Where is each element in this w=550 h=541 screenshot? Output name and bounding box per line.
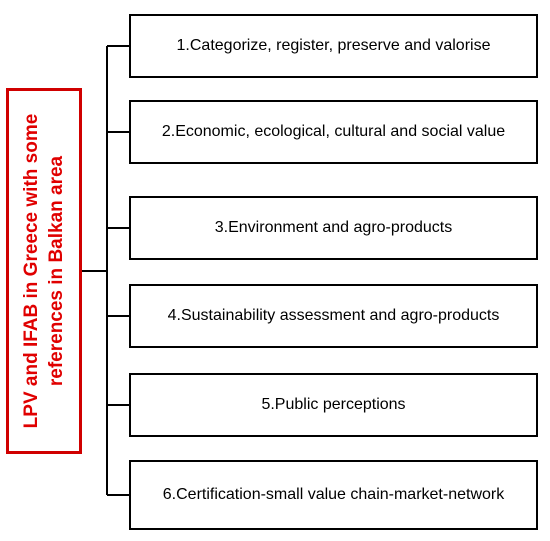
main-topic-box: LPV and IFAB in Greece with some referen… <box>6 88 82 454</box>
branch-label-5: 5.Public perceptions <box>261 396 406 413</box>
branch-label-4: 4.Sustainability assessment and agro-pro… <box>167 307 500 324</box>
branch-label-2: 2.Economic, ecological, cultural and soc… <box>161 123 506 140</box>
branch-box-4: 4.Sustainability assessment and agro-pro… <box>129 284 538 348</box>
branch-box-6: 6.Certification-small value chain-market… <box>129 460 538 530</box>
branch-label-3: 3.Environment and agro-products <box>214 219 453 236</box>
branch-box-2: 2.Economic, ecological, cultural and soc… <box>129 100 538 164</box>
branch-box-3: 3.Environment and agro-products <box>129 196 538 260</box>
branch-label-1: 1.Categorize, register, preserve and val… <box>176 37 491 54</box>
branch-box-5: 5.Public perceptions <box>129 373 538 437</box>
branch-label-6: 6.Certification-small value chain-market… <box>162 486 505 503</box>
main-topic-label: LPV and IFAB in Greece with some referen… <box>21 113 67 429</box>
branch-box-1: 1.Categorize, register, preserve and val… <box>129 14 538 78</box>
